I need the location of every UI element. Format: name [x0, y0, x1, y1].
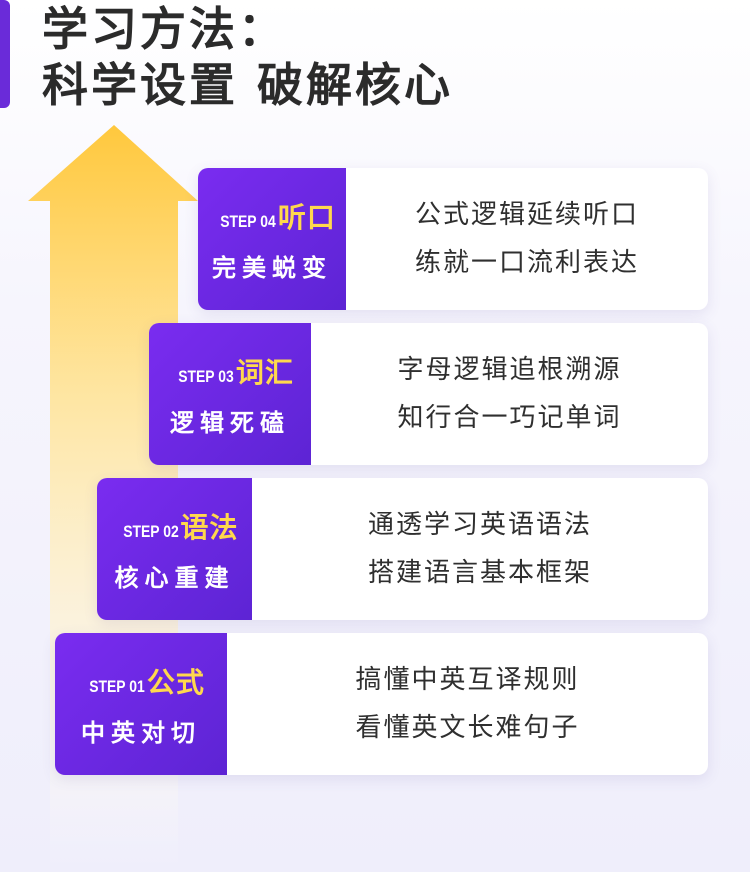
- step-topic: 语法: [180, 510, 239, 544]
- step-description-line: 搞懂中英互译规则: [355, 664, 580, 695]
- step-card-03-label: STEP 03 词汇 逻辑死磕: [149, 323, 311, 465]
- step-card-04-description: 公式逻辑延续听口 练就一口流利表达: [346, 168, 708, 310]
- step-description-line: 练就一口流利表达: [414, 248, 639, 278]
- step-card-02-description: 通透学习英语语法 搭建语言基本框架: [252, 478, 708, 620]
- step-card-01-label: STEP 01 公式 中英对切: [55, 633, 227, 775]
- step-description-line: 知行合一巧记单词: [397, 403, 622, 433]
- step-card-04: STEP 04 听口 完美蜕变 公式逻辑延续听口 练就一口流利表达: [198, 168, 708, 310]
- step-number: STEP 01: [89, 676, 145, 696]
- page-title: 学习方法：: [42, 2, 287, 56]
- step-description-line: 公式逻辑延续听口: [414, 199, 639, 230]
- step-card-01: STEP 01 公式 中英对切 搞懂中英互译规则 看懂英文长难句子: [55, 633, 708, 775]
- step-description-line: 字母逻辑追根溯源: [397, 354, 622, 385]
- step-card-03: STEP 03 词汇 逻辑死磕 字母逻辑追根溯源 知行合一巧记单词: [149, 323, 708, 465]
- step-subtitle: 逻辑死磕: [170, 408, 290, 437]
- step-number: STEP 02: [122, 521, 179, 541]
- page-subtitle: 科学设置 破解核心: [42, 58, 454, 112]
- step-card-02: STEP 02 语法 核心重建 通透学习英语语法 搭建语言基本框架: [97, 478, 708, 620]
- step-subtitle: 中英对切: [81, 718, 201, 747]
- step-subtitle: 完美蜕变: [212, 253, 332, 282]
- step-number: STEP 04: [220, 211, 276, 231]
- step-number: STEP 03: [178, 366, 234, 386]
- step-subtitle: 核心重建: [114, 563, 235, 592]
- step-topic: 公式: [146, 665, 205, 699]
- step-topic: 听口: [277, 200, 336, 234]
- step-card-02-label: STEP 02 语法 核心重建: [97, 478, 252, 620]
- step-card-03-description: 字母逻辑追根溯源 知行合一巧记单词: [311, 323, 708, 465]
- step-card-04-label: STEP 04 听口 完美蜕变: [198, 168, 346, 310]
- step-card-01-description: 搞懂中英互译规则 看懂英文长难句子: [227, 633, 708, 775]
- step-description-line: 看懂英文长难句子: [355, 713, 580, 743]
- step-description-line: 通透学习英语语法: [367, 509, 592, 540]
- step-topic: 词汇: [235, 355, 294, 389]
- step-description-line: 搭建语言基本框架: [367, 558, 592, 588]
- accent-bar: [0, 0, 10, 108]
